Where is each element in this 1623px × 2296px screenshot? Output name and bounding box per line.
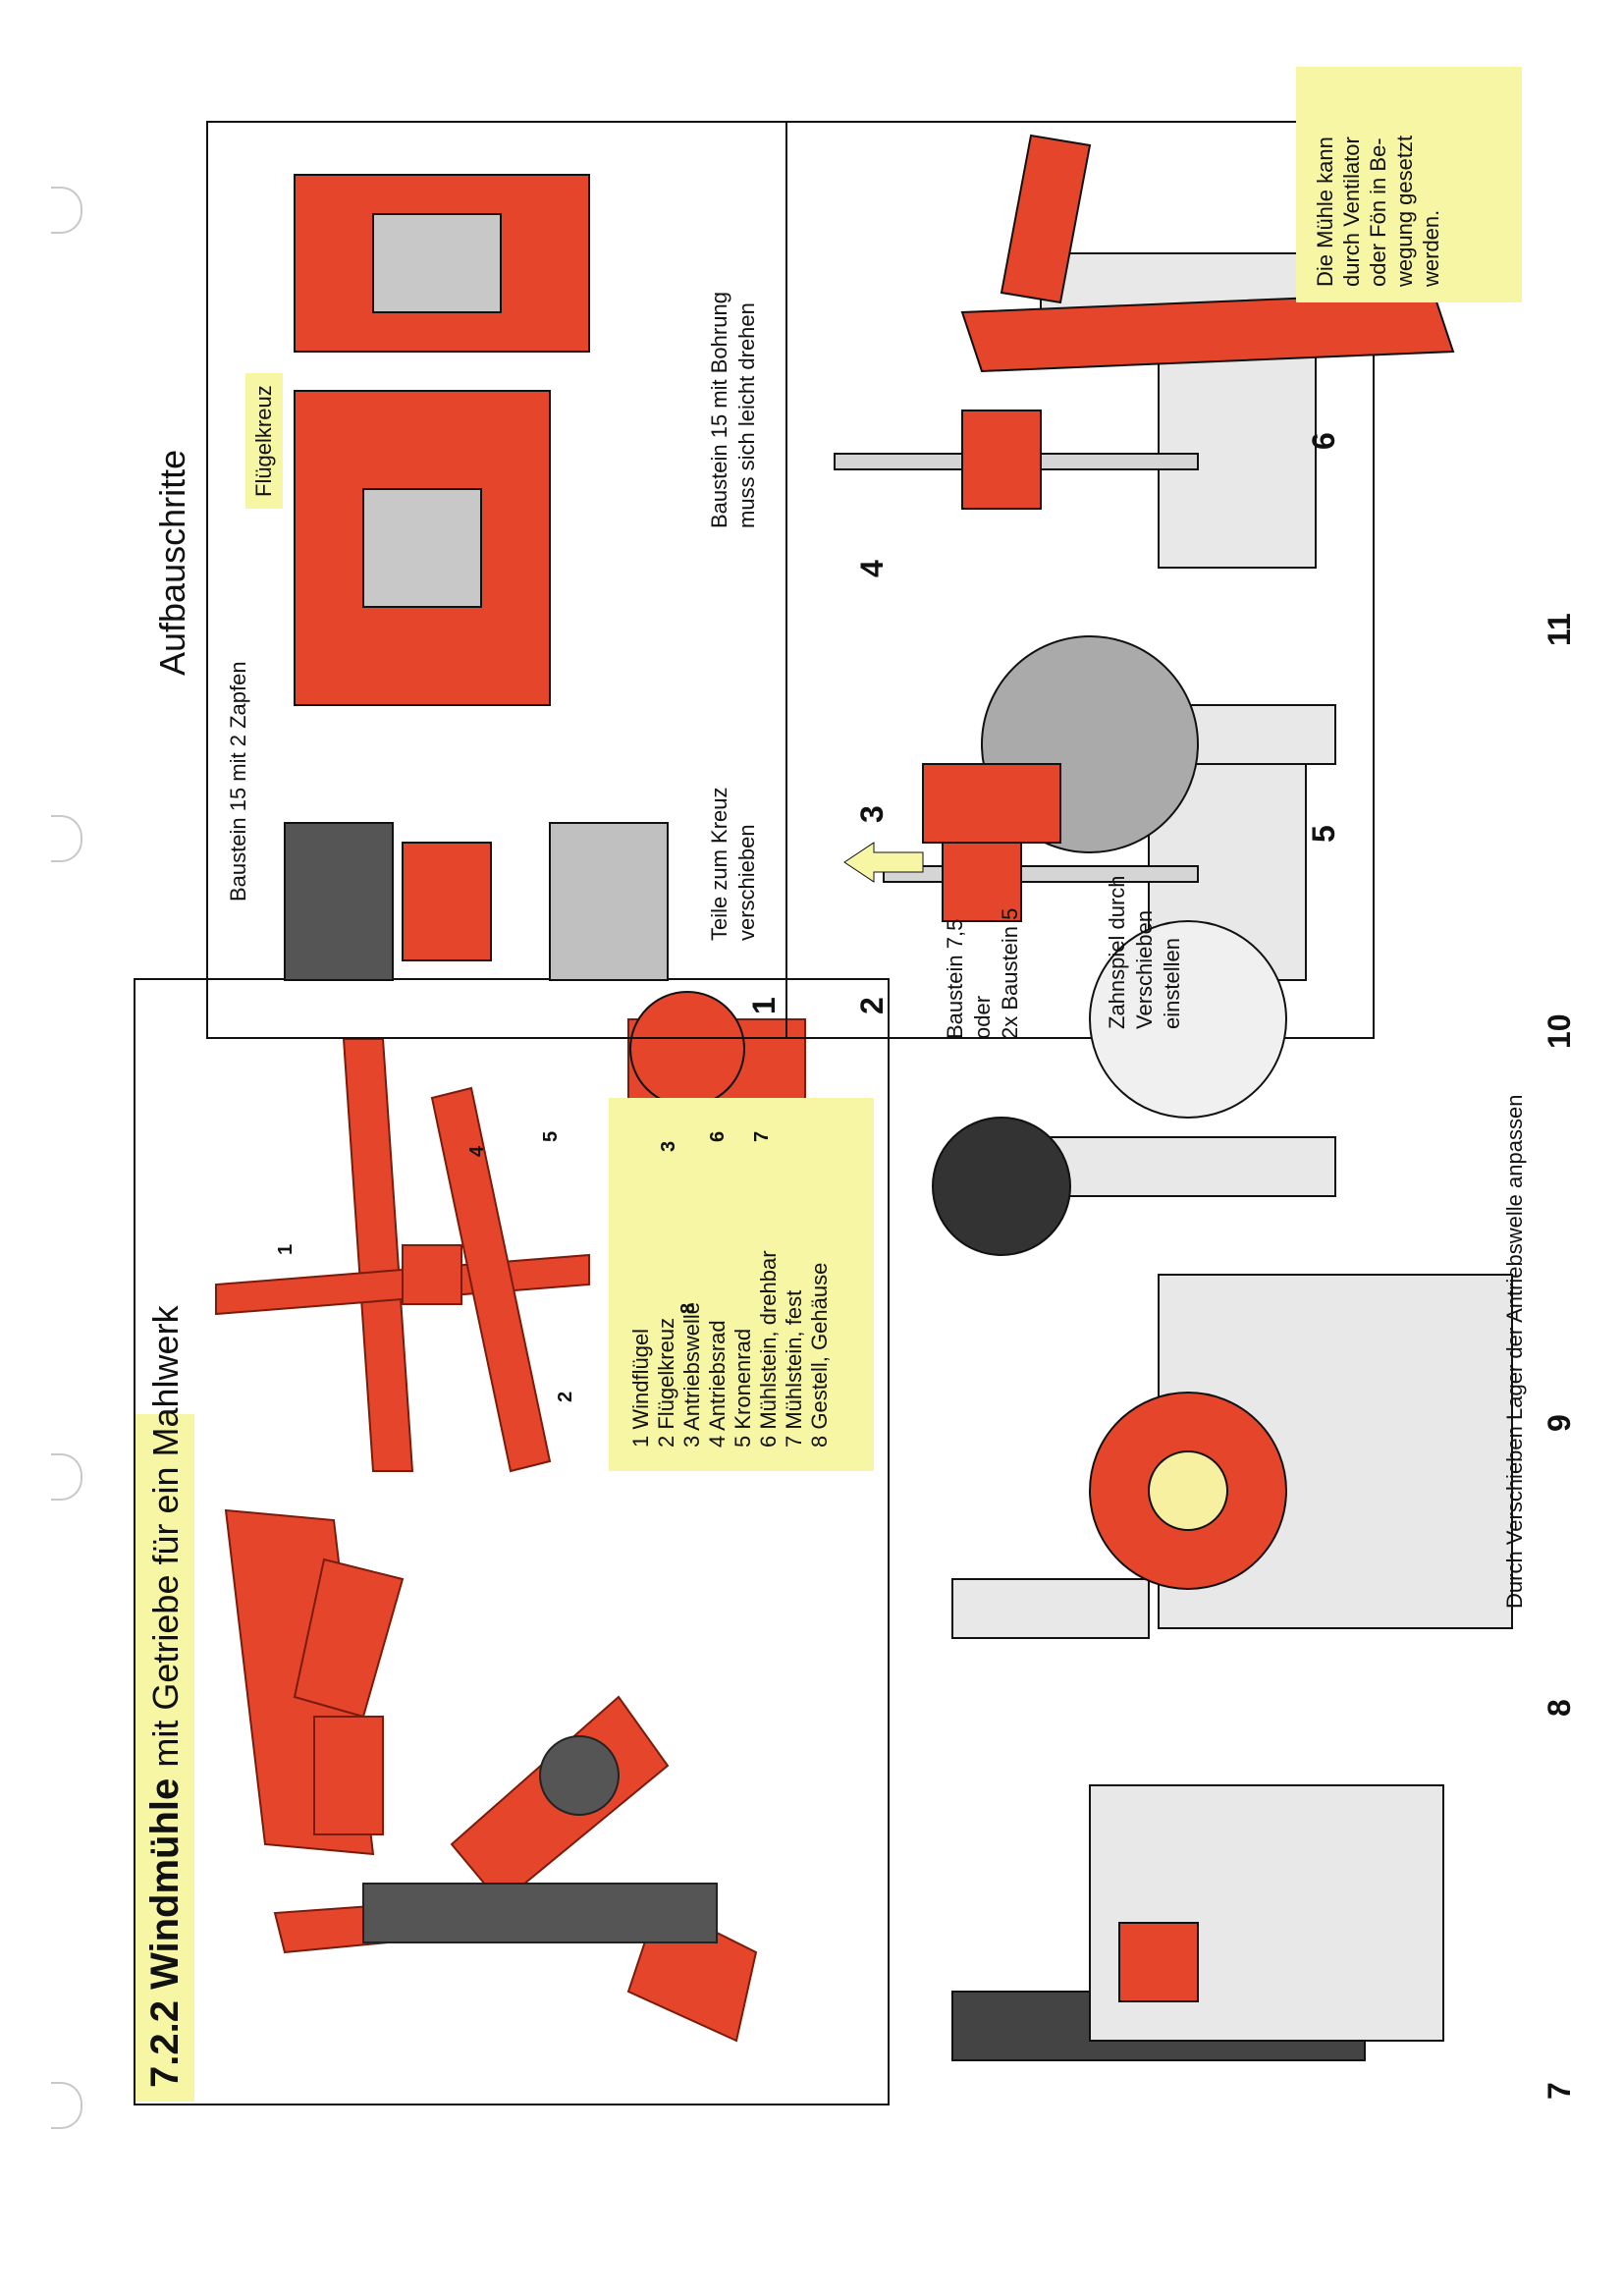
step-10-number: 10 xyxy=(1542,1013,1577,1049)
step-3-core xyxy=(362,488,482,608)
step-9-millstone xyxy=(1089,920,1287,1119)
wing-cross xyxy=(402,1244,462,1305)
wing-hub xyxy=(313,1716,384,1835)
step-8-number: 8 xyxy=(1542,1699,1577,1717)
step-11-blade-1 xyxy=(960,291,1455,373)
punch-hole xyxy=(51,187,82,234)
zahnspiel-line2: Verschieben xyxy=(1132,909,1157,1029)
panel-divider xyxy=(785,121,787,1039)
parts-legend: 1 Windflügel 2 Flügelkreuz 3 Antriebswel… xyxy=(609,1098,874,1471)
step-7-block xyxy=(1118,1922,1199,2002)
callout-1: 1 xyxy=(275,1243,297,1255)
page-title: 7.2.2 Windmühle mit Getriebe für ein Mah… xyxy=(135,1305,194,2102)
callout-2: 2 xyxy=(555,1391,576,1402)
legend-item: 6 Mühlstein, drehbar xyxy=(756,1250,781,1448)
step-11-blade-2 xyxy=(1000,134,1092,304)
blade-side xyxy=(293,1558,405,1719)
step-7-number: 7 xyxy=(1542,2082,1577,2100)
steps-1-4-illustration xyxy=(284,174,669,981)
step-8-column xyxy=(951,1578,1150,1639)
zahnspiel-line1: Zahnspiel durch xyxy=(1105,875,1129,1029)
step-8-center xyxy=(1148,1450,1228,1531)
callout-5: 5 xyxy=(540,1130,562,1142)
wing-3 xyxy=(430,1086,552,1473)
fan-note: Die Mühle kann durch Ventilator oder Fön… xyxy=(1296,67,1522,302)
step-11-number: 11 xyxy=(1542,613,1577,646)
slide-arrow xyxy=(843,842,924,883)
punch-hole xyxy=(51,2082,82,2129)
zahnspiel-line3: einstellen xyxy=(1160,938,1184,1029)
callout-6: 6 xyxy=(707,1130,729,1142)
step-5-label-line1: Teile zum Kreuz xyxy=(707,787,731,941)
callout-3: 3 xyxy=(658,1140,679,1152)
callout-7: 7 xyxy=(751,1130,773,1142)
tower-column xyxy=(362,1883,718,1943)
legend-item: 4 Antriebsrad xyxy=(705,1320,730,1448)
step-10-cross xyxy=(922,763,1061,844)
gear-wheel xyxy=(539,1735,620,1816)
step-4-core xyxy=(372,213,502,313)
legend-item: 2 Flügelkreuz xyxy=(654,1317,678,1448)
step-6-label-line2: muss sich leicht drehen xyxy=(734,302,759,528)
legend-item: 5 Kronenrad xyxy=(730,1328,755,1448)
windmill-assembled-illustration xyxy=(224,1508,758,2043)
section-heading: Aufbauschritte xyxy=(152,449,192,676)
lager-instruction: Durch Verschieben Lager der Antriebswell… xyxy=(1502,1094,1527,1609)
legend-item: 8 Gestell, Gehäuse xyxy=(807,1262,832,1448)
punch-hole xyxy=(51,815,82,862)
step-2-block xyxy=(549,822,669,981)
step-1-number: 1 xyxy=(746,997,782,1014)
legend-item: 1 Windflügel xyxy=(628,1328,653,1448)
baustein-label-line1: Baustein 7,5 xyxy=(943,918,967,1039)
baustein-label-line2: oder xyxy=(970,995,995,1039)
callout-8: 8 xyxy=(677,1302,699,1314)
step-6-block xyxy=(961,410,1042,510)
step-9-crown-gear xyxy=(932,1117,1071,1256)
step-1-label: Baustein 15 mit 2 Zapfen xyxy=(226,661,250,902)
wing-1 xyxy=(342,1038,414,1472)
legend-item: 7 Mühlstein, fest xyxy=(782,1289,806,1448)
callout-4: 4 xyxy=(466,1145,488,1157)
step-9-number: 9 xyxy=(1542,1414,1577,1432)
punch-hole xyxy=(51,1453,82,1501)
step-1-block xyxy=(284,822,394,981)
steps-7-11-illustration xyxy=(922,134,1513,2061)
step-1-part xyxy=(402,842,492,961)
baustein-label-line3: 2x Baustein 5 xyxy=(998,907,1022,1039)
step-6-label-line1: Baustein 15 mit Bohrung xyxy=(707,292,731,528)
legend-item: 3 Antriebswelle xyxy=(679,1302,704,1448)
step-5-label-line2: verschieben xyxy=(734,824,759,941)
